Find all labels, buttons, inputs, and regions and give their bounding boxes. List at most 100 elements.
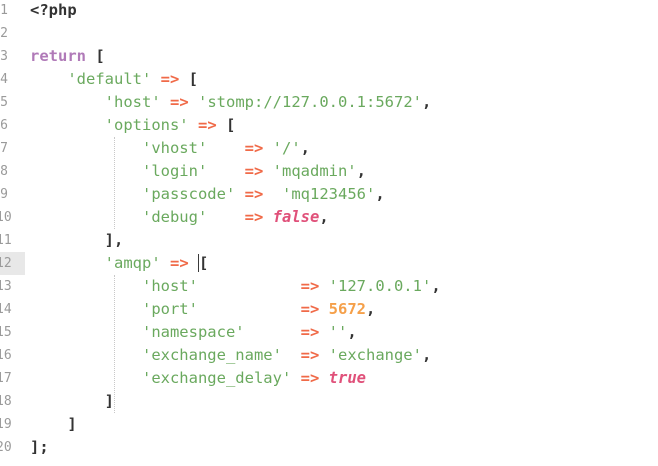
- punctuation-token: [30, 323, 142, 341]
- code-line[interactable]: 1<?php: [0, 0, 658, 22]
- punctuation-token: ,: [431, 277, 441, 295]
- punctuation-token: [30, 300, 142, 318]
- code-line[interactable]: 9 'passcode' => 'mq123456',: [0, 183, 658, 206]
- punctuation-token: [161, 254, 170, 272]
- punctuation-token: ,: [300, 139, 310, 157]
- code-line[interactable]: 18 ]: [0, 390, 658, 413]
- keyword-token: return: [30, 47, 86, 65]
- string-token: 'default': [67, 70, 152, 88]
- operator-token: =>: [300, 277, 320, 295]
- string-token: '': [328, 323, 348, 341]
- punctuation-token: [30, 162, 142, 180]
- operator-token: =>: [300, 323, 320, 341]
- punctuation-token: ]: [30, 392, 114, 410]
- string-token: 'stomp://127.0.0.1:5672': [198, 93, 422, 111]
- code-line[interactable]: 17 'exchange_delay' => true: [0, 367, 658, 390]
- punctuation-token: [198, 277, 301, 295]
- code-line[interactable]: 2: [0, 22, 658, 45]
- punctuation-token: ,: [421, 346, 432, 364]
- line-number: 18: [0, 394, 12, 409]
- code-line[interactable]: 15 'namespace' => '',: [0, 321, 658, 344]
- code-text: 'namespace' => '',: [30, 321, 357, 344]
- code-text: 'passcode' => 'mq123456',: [30, 183, 385, 206]
- line-number: 4: [0, 72, 8, 87]
- punctuation-token: ,: [421, 93, 432, 111]
- string-token: 'port': [141, 300, 198, 318]
- line-number: 10: [0, 210, 12, 225]
- code-text: ];: [30, 436, 49, 459]
- punctuation-token: [207, 208, 244, 226]
- punctuation-token: [319, 323, 328, 341]
- string-token: 'host': [104, 93, 161, 111]
- code-line[interactable]: 8 'login' => 'mqadmin',: [0, 160, 658, 183]
- punctuation-token: ,: [347, 323, 357, 341]
- code-line[interactable]: 16 'exchange_name' => 'exchange',: [0, 344, 658, 367]
- indent-guide: [114, 275, 115, 413]
- punctuation-token: [207, 139, 244, 157]
- string-token: '/': [272, 139, 301, 157]
- code-text: ]: [30, 413, 76, 436]
- code-text: 'exchange_name' => 'exchange',: [30, 344, 431, 367]
- string-token: 'host': [141, 277, 198, 295]
- code-line[interactable]: 13 'host' => '127.0.0.1',: [0, 275, 658, 298]
- code-text: 'default' => [: [30, 68, 198, 91]
- punctuation-token: [189, 254, 198, 272]
- punctuation-token: [198, 300, 301, 318]
- punctuation-token: [263, 139, 272, 157]
- punctuation-token: [30, 277, 142, 295]
- line-number: 17: [0, 371, 12, 386]
- string-token: 'mq123456': [282, 185, 376, 203]
- string-token: 'namespace': [141, 323, 245, 341]
- punctuation-token: [319, 369, 328, 387]
- punctuation-token: [30, 208, 142, 226]
- operator-token: =>: [244, 162, 264, 180]
- punctuation-token: [291, 369, 300, 387]
- code-text: 'host' => 'stomp://127.0.0.1:5672',: [30, 91, 432, 114]
- punctuation-token: ],: [30, 231, 124, 249]
- line-number: 14: [0, 302, 12, 317]
- line-number: 19: [0, 417, 12, 432]
- punctuation-token: [30, 139, 142, 157]
- code-line[interactable]: 12 'amqp' => [: [0, 252, 658, 275]
- line-number: 11: [0, 233, 12, 248]
- operator-token: =>: [244, 139, 264, 157]
- line-number: 9: [0, 187, 8, 202]
- string-token: '127.0.0.1': [328, 277, 432, 295]
- line-number: 7: [0, 141, 8, 156]
- operator-token: =>: [300, 369, 320, 387]
- operator-token: =>: [244, 185, 264, 203]
- code-line[interactable]: 11 ],: [0, 229, 658, 252]
- punctuation-token: ,: [375, 185, 385, 203]
- code-text: return [: [30, 45, 105, 68]
- punctuation-token: [263, 162, 272, 180]
- punctuation-token: [30, 116, 105, 134]
- punctuation-token: [30, 93, 105, 111]
- code-text: 'vhost' => '/',: [30, 137, 310, 160]
- code-text: 'options' => [: [30, 114, 236, 137]
- code-line[interactable]: 10 'debug' => false,: [0, 206, 658, 229]
- line-number: 15: [0, 325, 12, 340]
- code-line[interactable]: 14 'port' => 5672,: [0, 298, 658, 321]
- code-line[interactable]: 19 ]: [0, 413, 658, 436]
- operator-token: =>: [300, 346, 320, 364]
- punctuation-token: [319, 346, 328, 364]
- code-line[interactable]: 20];: [0, 436, 658, 459]
- code-line[interactable]: 7 'vhost' => '/',: [0, 137, 658, 160]
- code-text: 'exchange_delay' => true: [30, 367, 366, 390]
- line-number: 6: [0, 118, 8, 133]
- code-text: 'debug' => false,: [30, 206, 329, 229]
- code-line[interactable]: 5 'host' => 'stomp://127.0.0.1:5672',: [0, 91, 658, 114]
- line-number: 2: [0, 26, 8, 41]
- string-token: 'exchange': [328, 346, 422, 364]
- punctuation-token: [245, 323, 301, 341]
- operator-token: =>: [300, 300, 320, 318]
- code-line[interactable]: 4 'default' => [: [0, 68, 658, 91]
- string-token: 'exchange_name': [141, 346, 282, 364]
- punctuation-token: ,: [319, 208, 329, 226]
- string-token: 'amqp': [104, 254, 161, 272]
- code-text: 'amqp' => [: [30, 252, 209, 275]
- code-text: <?php: [30, 0, 77, 22]
- code-line[interactable]: 6 'options' => [: [0, 114, 658, 137]
